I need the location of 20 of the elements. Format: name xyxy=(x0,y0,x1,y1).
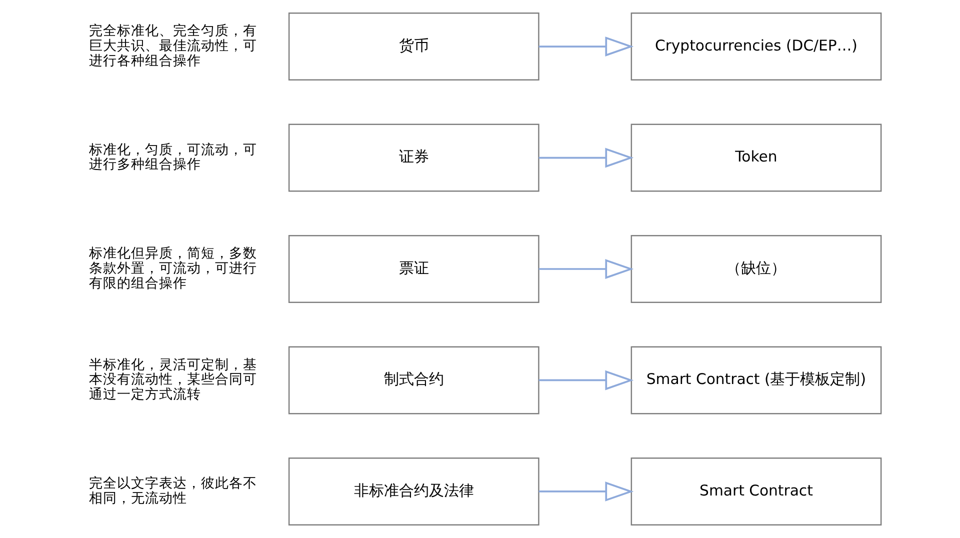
node-box: 制式合约 xyxy=(288,346,540,414)
node-label: 标准化，匀质，可流动，可进行多种组合操作 xyxy=(88,142,257,173)
node-box: Smart Contract (基于模板定制) xyxy=(630,346,882,414)
node-box: （缺位） xyxy=(630,235,882,303)
arrow xyxy=(538,370,634,390)
node-box: Cryptocurrencies (DC/EP…) xyxy=(630,12,882,81)
node-box: 非标准合约及法律 xyxy=(288,457,540,526)
node-label: 完全以文字表达，彼此各不相同，无流动性 xyxy=(88,476,257,506)
node-label: 标准化但异质，简短，多数条款外置，可流动，可进行有限的组合操作 xyxy=(88,246,257,292)
node-label: 完全标准化、完全匀质，有巨大共识、最佳流动性，可进行各种组合操作 xyxy=(88,23,257,69)
node-box: 票证 xyxy=(288,235,540,303)
node-box: 货币 xyxy=(288,12,540,81)
arrow xyxy=(538,148,634,168)
node-box: 证券 xyxy=(288,124,540,192)
node-box: Smart Contract xyxy=(630,457,882,526)
arrow xyxy=(538,482,634,502)
node-box: Token xyxy=(630,124,882,192)
arrow xyxy=(538,36,634,56)
arrow xyxy=(538,259,634,279)
node-label: 半标准化，灵活可定制，基本没有流动性，某些合同可通过一定方式流转 xyxy=(88,356,257,403)
